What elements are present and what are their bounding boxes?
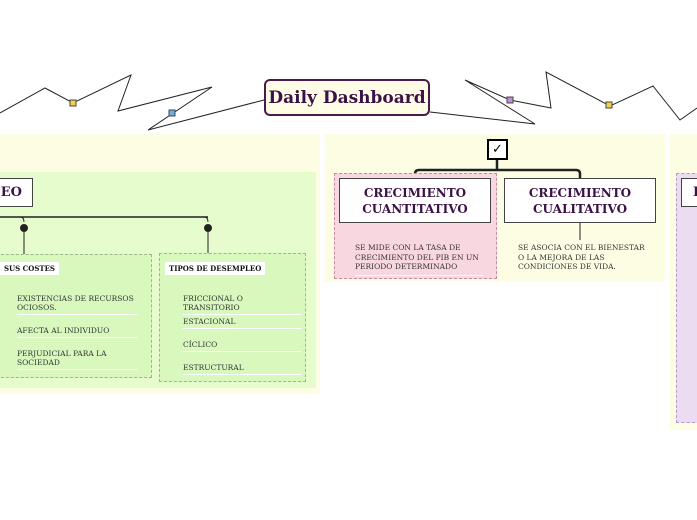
list-item: CÍCLICO	[183, 340, 301, 352]
qualitative-desc: SE ASOCIA CON EL BIENESTAR O LA MEJORA D…	[518, 243, 645, 271]
marker-icon	[605, 101, 613, 109]
list-item: PERJUDICIAL PARA LA SOCIEDAD	[17, 349, 137, 370]
dashboard-title[interactable]: Daily Dashboard	[264, 79, 430, 116]
quantitative-growth-node[interactable]: CRECIMIENTO CUANTITATIVO	[339, 178, 491, 223]
list-item: AFECTA AL INDIVIDUO	[17, 326, 137, 338]
qualitative-growth-node[interactable]: CRECIMIENTO CUALITATIVO	[504, 178, 656, 223]
list-item: ESTACIONAL	[183, 317, 301, 329]
list-item: EXISTENCIAS DE RECURSOS OCIOSOS.	[17, 294, 137, 315]
right-main-node[interactable]: I	[681, 178, 697, 207]
quantitative-desc: SE MIDE CON LA TASA DE CRECIMIENTO DEL P…	[355, 243, 483, 276]
zigzag-connector-right	[429, 71, 697, 125]
zigzag-connector-left	[0, 74, 265, 131]
right-branch	[676, 173, 697, 423]
node-dot	[204, 224, 212, 232]
costs-label[interactable]: SUS COSTES	[0, 262, 59, 275]
marker-icon	[69, 99, 77, 107]
list-item: ESTRUCTURAL	[183, 363, 301, 375]
check-icon[interactable]: ✓	[487, 139, 508, 160]
left-main-node[interactable]: EO	[0, 178, 33, 207]
marker-icon	[506, 96, 514, 104]
unemployment-types-label[interactable]: TIPOS DE DESEMPLEO	[165, 262, 266, 275]
list-item: FRICCIONAL O TRANSITORIO	[183, 294, 301, 315]
marker-icon	[168, 109, 176, 117]
node-dot	[20, 224, 28, 232]
